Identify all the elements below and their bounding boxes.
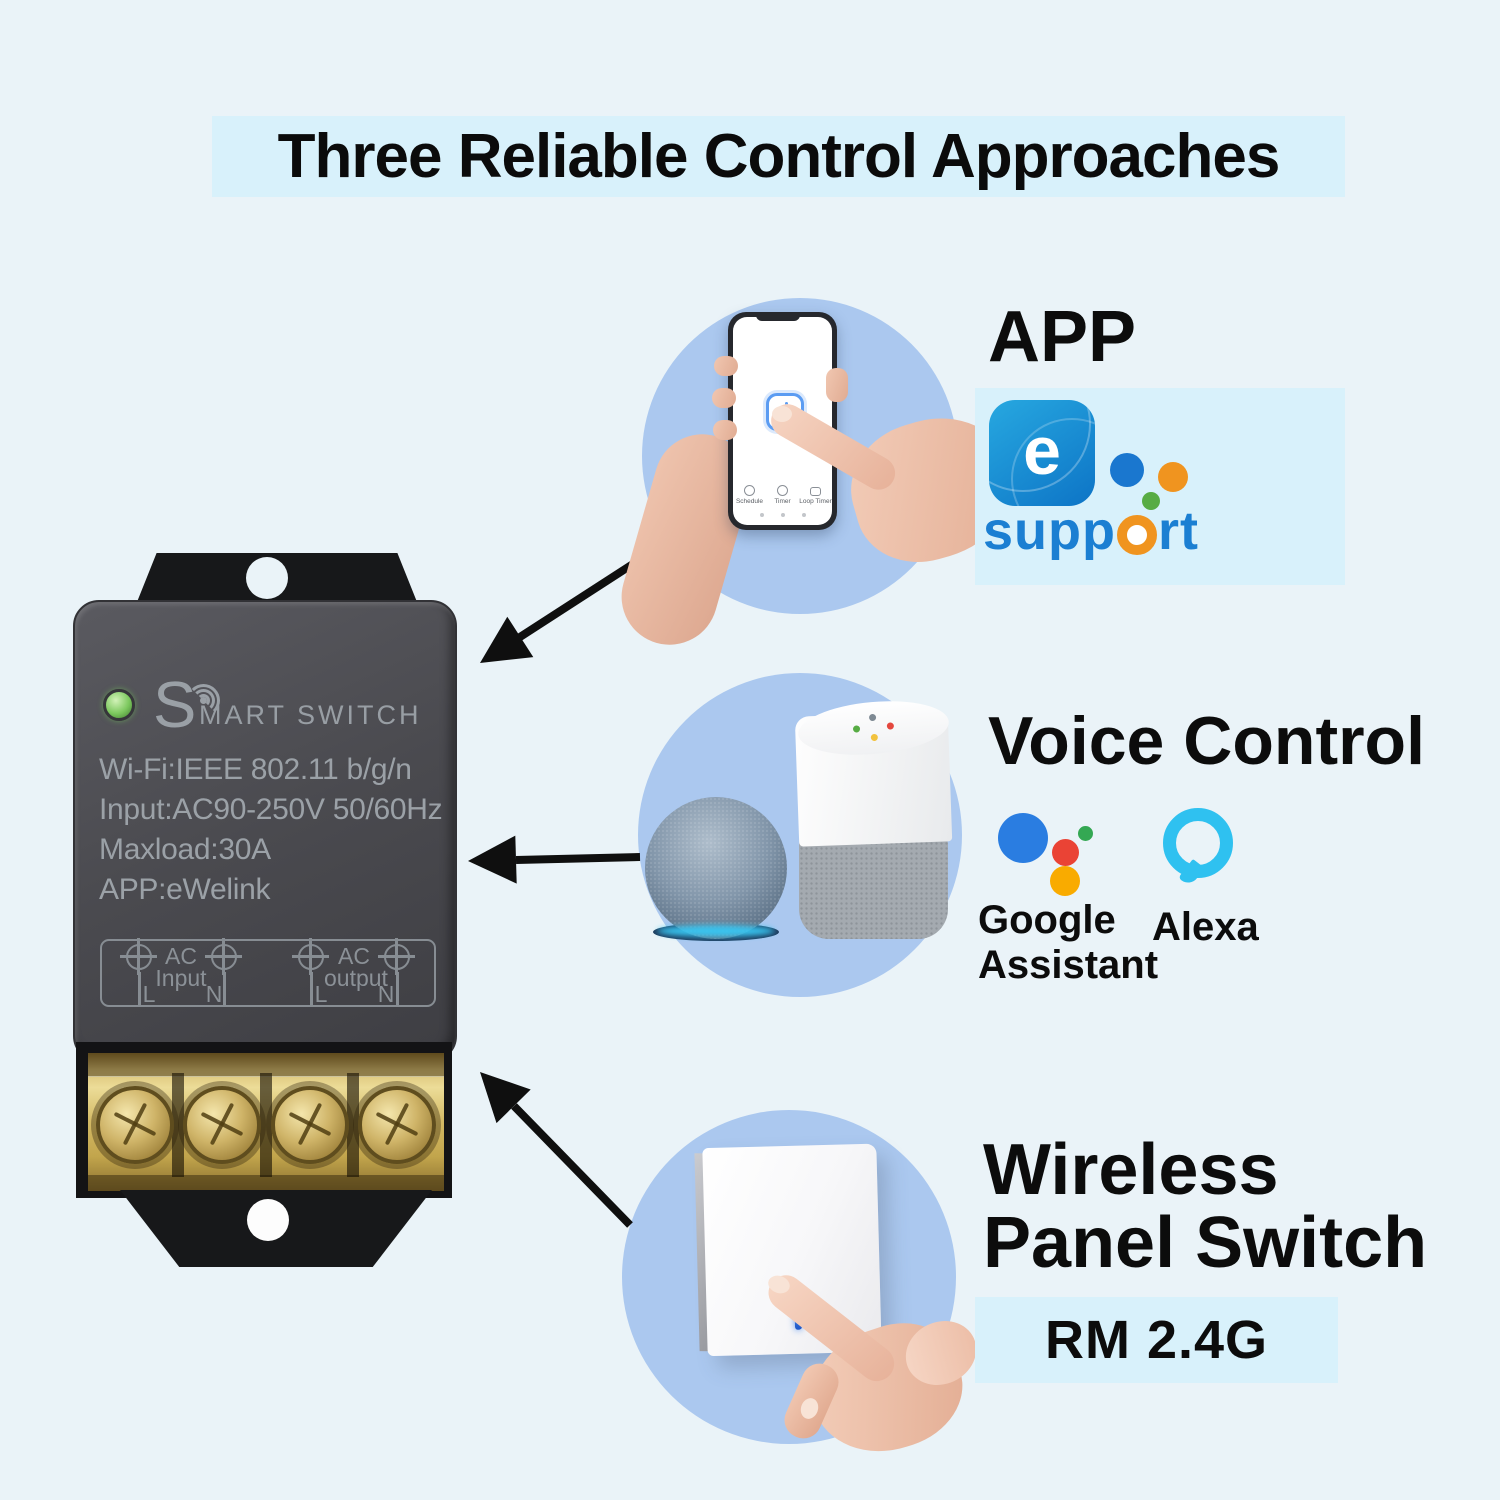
echo-dot-light-ring bbox=[657, 925, 775, 937]
phone-app-menu: Schedule Timer Loop Timer bbox=[733, 485, 832, 505]
device-spec-list: Wi-Fi:IEEE 802.11 b/g/n Input:AC90-250V … bbox=[99, 750, 449, 910]
terminal-cover-bottom bbox=[88, 1175, 444, 1191]
wireless-heading: Wireless Panel Switch bbox=[983, 1134, 1427, 1280]
smart-switch-device: S MART SWITCH Wi-Fi:IEEE 802.11 b/g/n In… bbox=[73, 600, 457, 1062]
menu-schedule-label: Schedule bbox=[735, 498, 764, 505]
brand-name: MART SWITCH bbox=[199, 700, 422, 730]
page-title: Three Reliable Control Approaches bbox=[277, 122, 1281, 191]
fingernail bbox=[772, 406, 792, 422]
terminal-screw bbox=[96, 1086, 174, 1164]
wifi-signal-icon bbox=[187, 670, 243, 717]
wireless-heading-line2: Panel Switch bbox=[983, 1203, 1428, 1283]
left-hand-finger bbox=[713, 420, 737, 440]
device-mount-hole-bottom bbox=[247, 1199, 289, 1241]
terminal-divider bbox=[172, 1073, 184, 1177]
google-assistant-green-icon bbox=[1078, 826, 1093, 841]
rm-badge: RM 2.4G bbox=[1044, 1310, 1269, 1370]
google-assistant-yellow-icon bbox=[1050, 866, 1080, 896]
spec-maxload: Maxload:30A bbox=[99, 833, 271, 866]
left-hand-finger bbox=[712, 388, 736, 408]
status-led-icon bbox=[103, 689, 135, 721]
terminal-divider bbox=[347, 1073, 359, 1177]
terminal-divider bbox=[260, 1073, 272, 1177]
ac-input-label: Input bbox=[155, 965, 207, 991]
alexa-label: Alexa bbox=[1152, 905, 1259, 949]
terminal-tick bbox=[138, 972, 141, 1006]
google-assistant-label: Google Assistant bbox=[978, 898, 1158, 988]
ewelink-letter: e bbox=[1023, 413, 1061, 489]
ewelink-green-dot-icon bbox=[1142, 492, 1160, 510]
support-text-suffix: rt bbox=[1158, 501, 1199, 561]
left-hand-finger bbox=[714, 356, 738, 376]
alexa-icon-tail bbox=[1178, 858, 1205, 888]
arrow-voice-to-device bbox=[468, 835, 641, 884]
wireless-heading-line1: Wireless bbox=[983, 1130, 1279, 1210]
menu-schedule: Schedule bbox=[733, 485, 766, 505]
screw-symbol-icon bbox=[292, 938, 329, 975]
google-home-dot bbox=[870, 733, 879, 742]
google-home-dot bbox=[852, 725, 861, 733]
google-assistant-label-line1: Google bbox=[978, 898, 1116, 942]
support-o-ring-icon bbox=[1117, 515, 1157, 555]
timer-icon bbox=[777, 485, 788, 496]
google-home-dot bbox=[886, 722, 895, 730]
loop-timer-icon bbox=[810, 487, 821, 496]
alexa-icon bbox=[1163, 808, 1233, 888]
rm-badge-panel: RM 2.4G bbox=[975, 1297, 1338, 1383]
phone-nav-bar bbox=[733, 513, 832, 517]
terminal-tick bbox=[396, 972, 399, 1006]
ac-output-label-top: AC bbox=[338, 943, 370, 969]
ewelink-app-icon: e bbox=[989, 400, 1095, 506]
terminal-block bbox=[88, 1053, 444, 1191]
screw-symbol-icon bbox=[378, 938, 415, 975]
screw-symbol-icon bbox=[120, 938, 157, 975]
title-banner: Three Reliable Control Approaches bbox=[212, 116, 1345, 197]
ac-input-label-top: AC bbox=[165, 943, 197, 969]
input-n-pin-label: N bbox=[205, 981, 223, 1007]
output-l-pin-label: L bbox=[314, 981, 328, 1007]
spec-app: APP:eWelink bbox=[99, 873, 271, 906]
left-hand-thumb bbox=[826, 368, 848, 402]
spec-wifi: Wi-Fi:IEEE 802.11 b/g/n bbox=[99, 753, 412, 786]
terminal-screw bbox=[183, 1086, 261, 1164]
spec-input: Input:AC90-250V 50/60Hz bbox=[99, 793, 443, 826]
ewelink-blue-dot-icon bbox=[1110, 453, 1144, 487]
echo-dot-speaker bbox=[645, 797, 787, 941]
google-home-speaker bbox=[794, 695, 953, 939]
menu-timer-label: Timer bbox=[774, 498, 791, 505]
phone-notch bbox=[756, 312, 800, 321]
google-home-fabric-base bbox=[799, 836, 948, 939]
terminal-tick bbox=[223, 972, 226, 1006]
terminal-label-box: AC Input L N AC output L N bbox=[100, 938, 436, 1007]
echo-dot-sphere bbox=[645, 797, 787, 939]
terminal-screw bbox=[271, 1086, 349, 1164]
ewelink-orange-dot-icon bbox=[1158, 462, 1188, 492]
google-assistant-red-icon bbox=[1052, 839, 1079, 866]
menu-timer: Timer bbox=[766, 485, 799, 505]
menu-loop-timer-label: Loop Timer bbox=[799, 498, 832, 505]
google-home-dot bbox=[868, 713, 877, 722]
input-l-pin-label: L bbox=[142, 981, 156, 1007]
device-mount-hole-top bbox=[246, 557, 288, 599]
menu-loop-timer: Loop Timer bbox=[799, 485, 832, 505]
terminal-tick bbox=[310, 972, 313, 1006]
brand-initial: S bbox=[153, 668, 197, 741]
app-heading: APP bbox=[988, 297, 1137, 377]
google-assistant-blue-icon bbox=[998, 813, 1048, 863]
output-n-pin-label: N bbox=[377, 981, 395, 1007]
google-assistant-label-line2: Assistant bbox=[978, 943, 1159, 987]
support-text-prefix: supp bbox=[983, 501, 1116, 561]
arrow-panel-to-device bbox=[480, 1072, 633, 1228]
voice-control-heading: Voice Control bbox=[988, 703, 1425, 779]
schedule-icon bbox=[744, 485, 755, 496]
ac-output-label: output bbox=[324, 965, 388, 991]
terminal-screw bbox=[358, 1086, 436, 1164]
screw-symbol-icon bbox=[205, 938, 242, 975]
